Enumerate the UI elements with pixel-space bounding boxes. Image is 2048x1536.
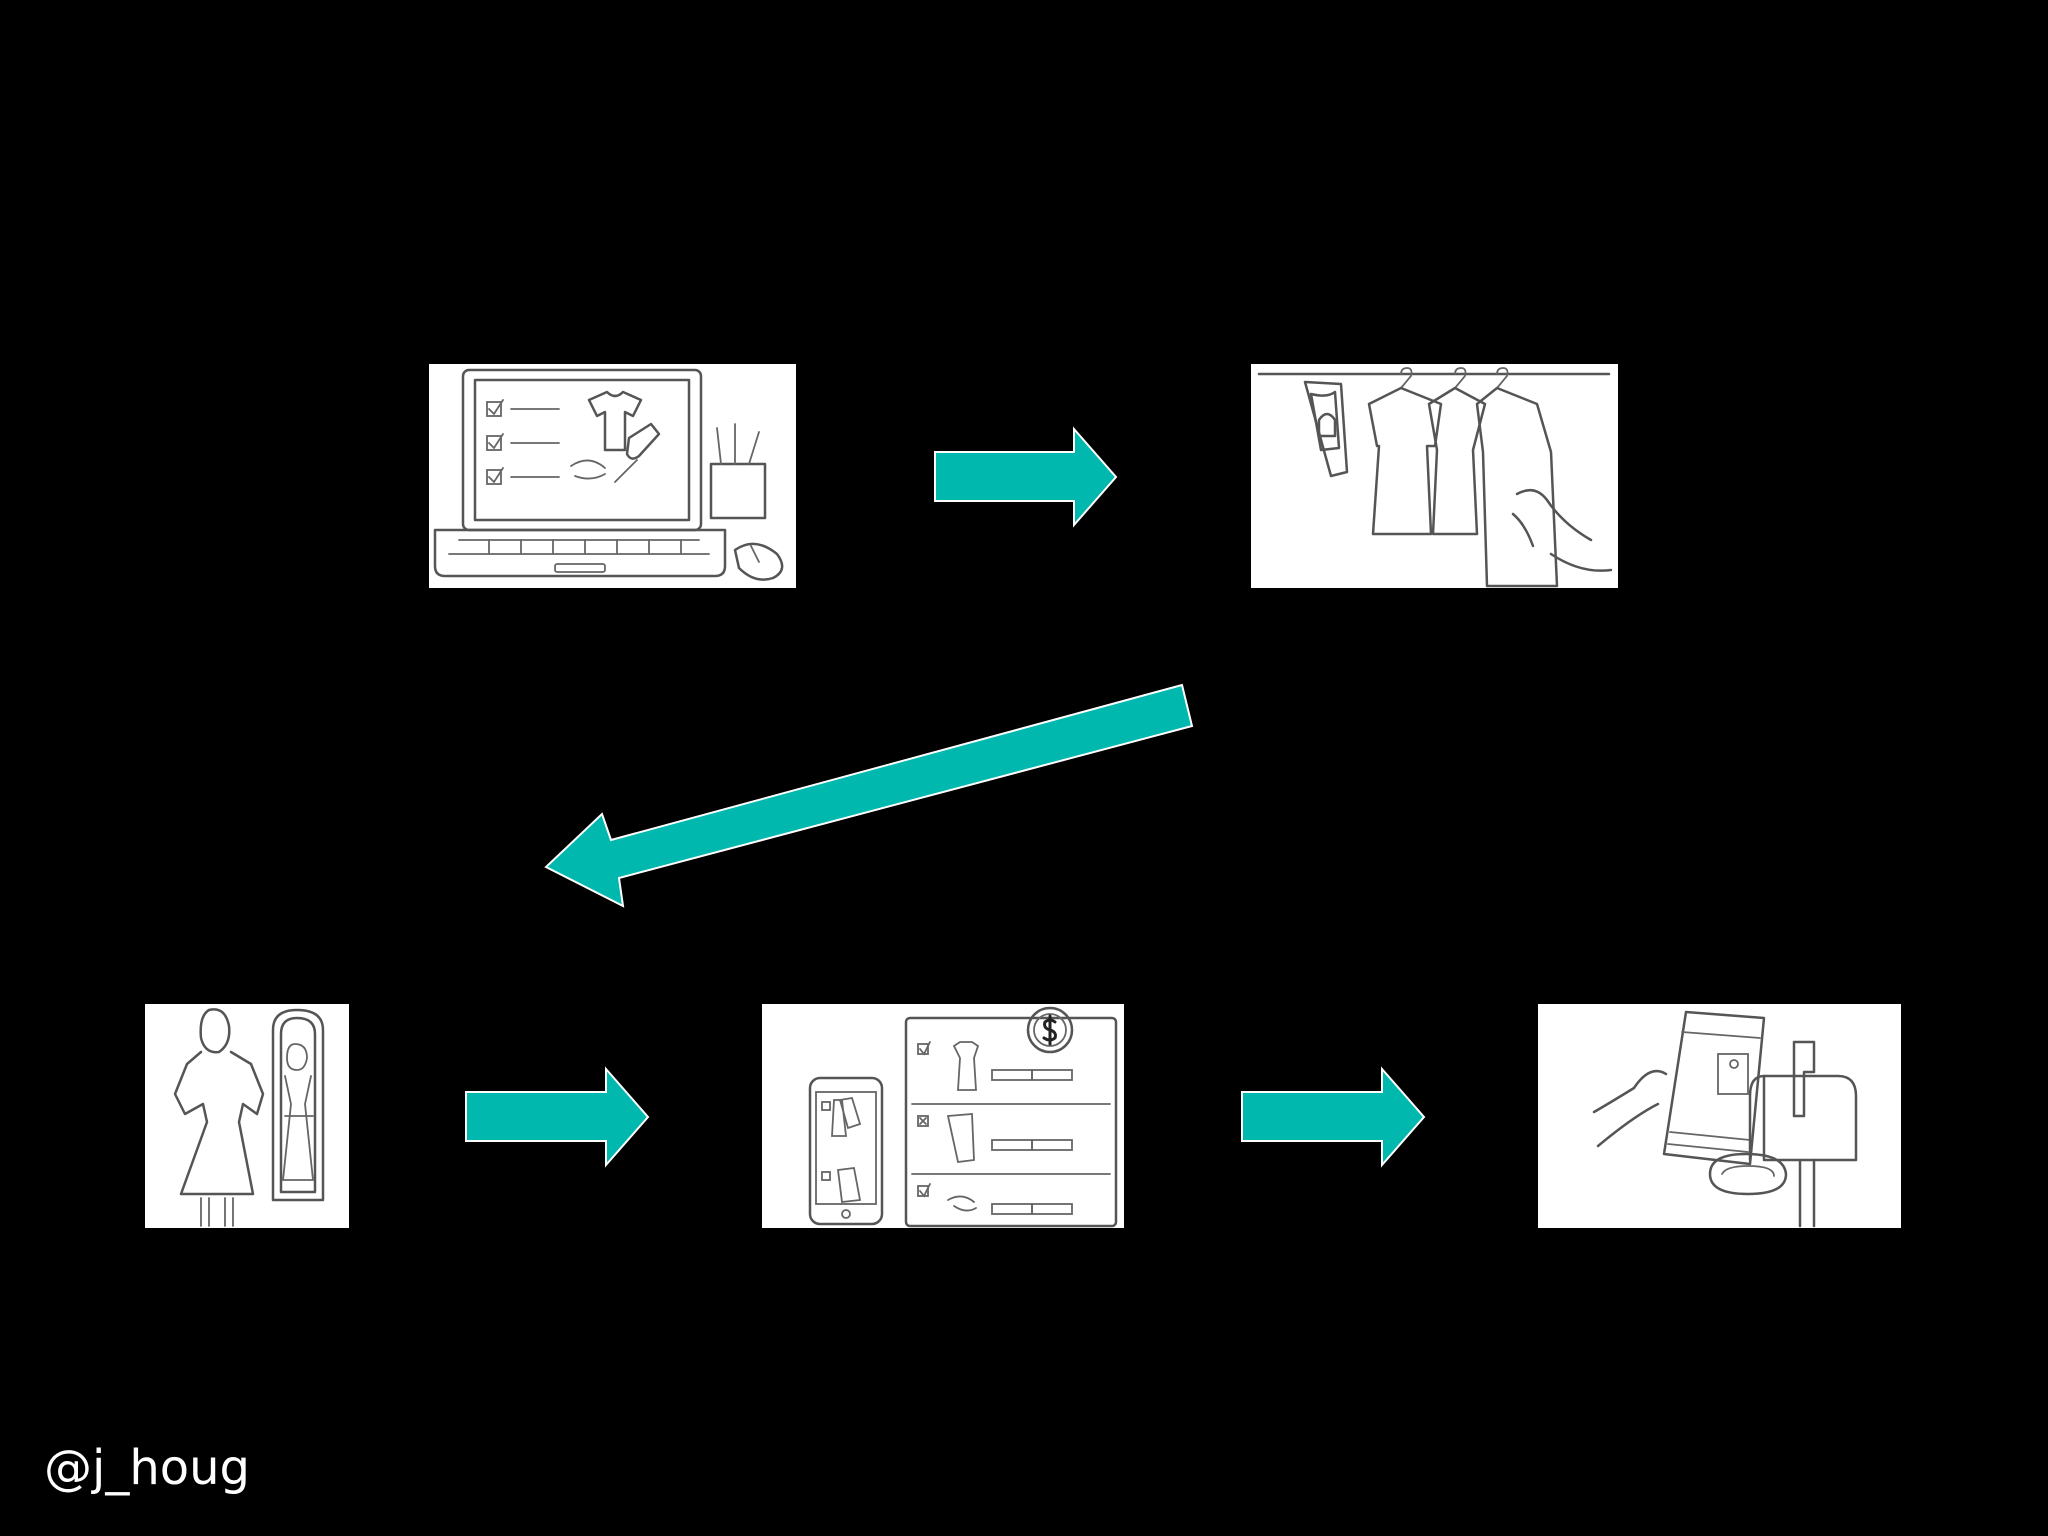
woman-mirror-icon xyxy=(173,1008,325,1227)
mailbox-package-panel xyxy=(1538,1004,1901,1228)
flow-arrow-rack-to-mirror xyxy=(544,683,1194,908)
twitter-handle: @j_houg xyxy=(44,1440,251,1496)
laptop-checklist-panel xyxy=(429,364,796,588)
clothing-rack-panel xyxy=(1251,364,1618,588)
phone-checkout-panel xyxy=(762,1004,1124,1228)
phone-checkout-icon xyxy=(808,1006,1118,1228)
woman-mirror-panel xyxy=(145,1004,349,1228)
clothing-rack-icon xyxy=(1257,367,1613,588)
laptop-checklist-icon xyxy=(433,368,784,581)
flow-arrow-checkout-to-mailbox xyxy=(1241,1066,1426,1168)
flow-arrow-laptop-to-rack xyxy=(934,426,1118,528)
flow-arrow-mirror-to-checkout xyxy=(465,1066,650,1168)
mailbox-package-icon xyxy=(1592,1010,1858,1228)
